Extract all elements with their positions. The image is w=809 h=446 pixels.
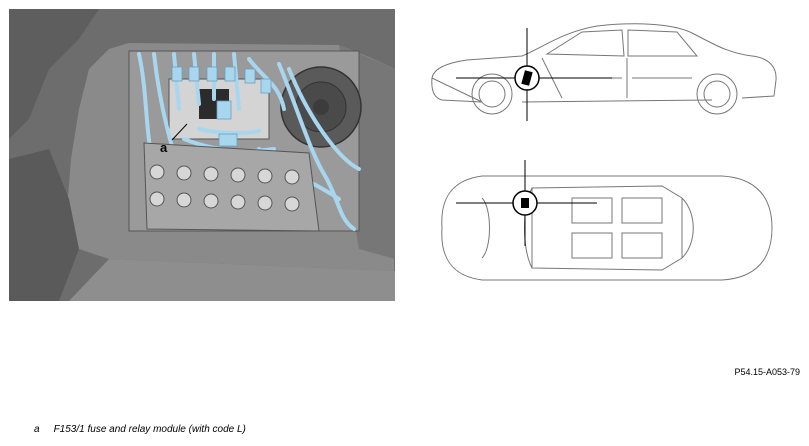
legend-key: a: [34, 424, 40, 435]
callout-label-a: a: [160, 140, 168, 155]
car-side-view-icon: [431, 23, 777, 121]
figure-reference-code: P54.15-A053-79: [734, 367, 800, 377]
legend-item-a: a F153/1 fuse and relay module (with cod…: [34, 424, 246, 435]
fuse-module-photo: a: [9, 9, 395, 301]
car-top-view-icon: [441, 160, 773, 281]
legend-text: F153/1 fuse and relay module (with code …: [53, 424, 246, 435]
